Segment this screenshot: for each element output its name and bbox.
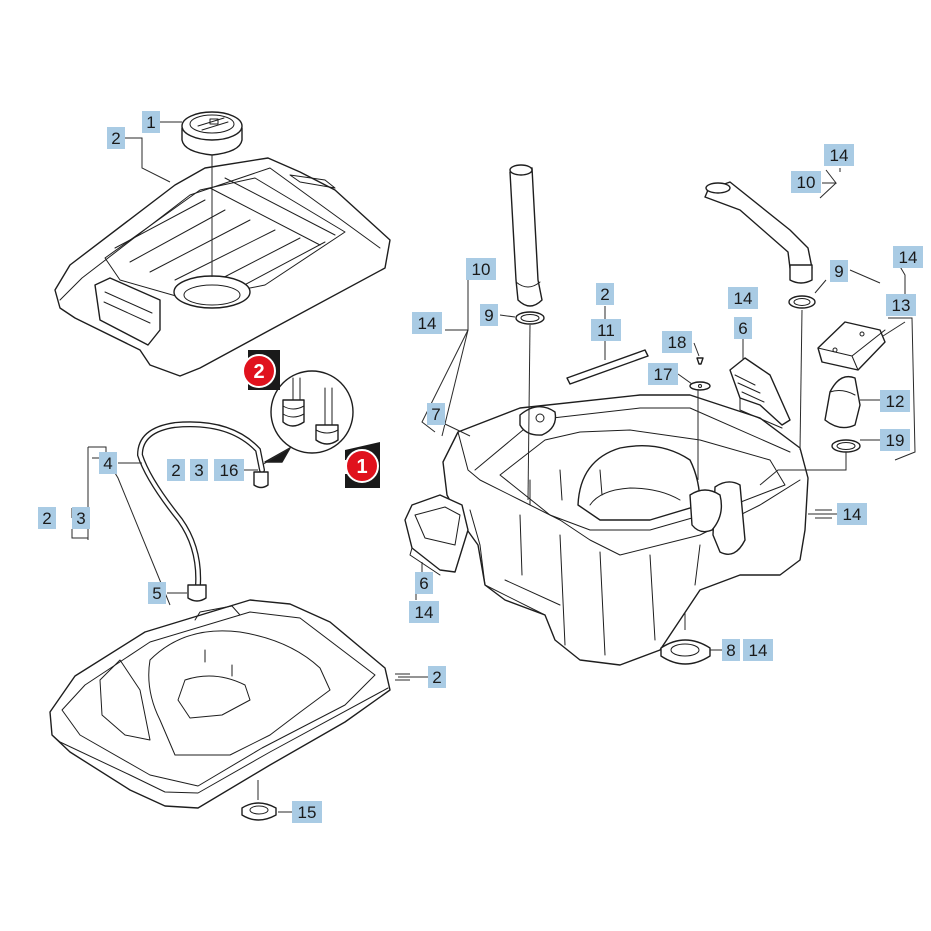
callout-33: 14 <box>743 639 773 661</box>
svg-text:15: 15 <box>298 803 317 822</box>
callout-27: 14 <box>893 246 923 268</box>
svg-text:12: 12 <box>886 392 905 411</box>
suction-tube-right <box>704 181 816 309</box>
svg-text:10: 10 <box>472 260 491 279</box>
callout-15: 7 <box>427 403 445 425</box>
callout-28: 13 <box>886 294 916 316</box>
svg-text:9: 9 <box>484 306 493 325</box>
svg-text:2: 2 <box>432 668 441 687</box>
callout-5: 16 <box>214 459 244 481</box>
callout-14: 14 <box>412 312 442 334</box>
callout-29: 12 <box>880 390 910 412</box>
callout-18: 2 <box>596 283 614 305</box>
detail-marker-1-label: 1 <box>356 456 367 478</box>
svg-text:2: 2 <box>42 509 51 528</box>
suction-tube-left <box>509 164 545 325</box>
seal-strip <box>566 349 649 385</box>
svg-text:1: 1 <box>146 113 155 132</box>
svg-text:19: 19 <box>886 431 905 450</box>
cover-block <box>817 321 886 371</box>
callout-4: 3 <box>190 459 208 481</box>
svg-text:14: 14 <box>843 505 862 524</box>
svg-text:4: 4 <box>103 454 112 473</box>
detail-marker-1: 1 <box>345 442 380 488</box>
callout-12: 10 <box>466 258 496 280</box>
latch-right <box>729 357 791 429</box>
svg-text:17: 17 <box>654 365 673 384</box>
svg-text:8: 8 <box>726 641 735 660</box>
callout-17: 14 <box>409 601 439 623</box>
svg-text:16: 16 <box>220 461 239 480</box>
svg-text:2: 2 <box>171 461 180 480</box>
base-unit <box>442 394 809 666</box>
callout-13: 9 <box>480 304 498 326</box>
svg-text:3: 3 <box>194 461 203 480</box>
callout-24: 14 <box>824 144 854 166</box>
svg-text:6: 6 <box>738 319 747 338</box>
svg-text:11: 11 <box>597 321 615 340</box>
svg-text:2: 2 <box>600 285 609 304</box>
svg-text:14: 14 <box>418 314 437 333</box>
svg-text:3: 3 <box>76 509 85 528</box>
svg-text:7: 7 <box>431 405 440 424</box>
svg-text:13: 13 <box>892 296 911 315</box>
callout-19: 11 <box>591 319 621 341</box>
elbow <box>824 375 861 429</box>
callout-31: 14 <box>837 503 867 525</box>
svg-text:5: 5 <box>152 584 161 603</box>
callout-8: 3 <box>72 507 90 529</box>
lower-tray <box>49 599 391 821</box>
svg-text:14: 14 <box>415 603 434 622</box>
lid-assembly <box>54 157 391 377</box>
svg-text:14: 14 <box>749 641 768 660</box>
detail-marker-2: 2 <box>242 350 280 390</box>
front-cover <box>404 494 469 576</box>
callout-11: 15 <box>292 801 322 823</box>
callout-16: 6 <box>415 572 433 594</box>
callout-9: 5 <box>148 582 166 604</box>
svg-text:14: 14 <box>830 146 849 165</box>
svg-text:14: 14 <box>734 289 753 308</box>
fill-cap <box>181 111 243 156</box>
detail-marker-2-label: 2 <box>253 361 264 383</box>
callout-32: 8 <box>722 639 740 661</box>
svg-text:10: 10 <box>797 173 816 192</box>
screw-washer <box>689 357 711 391</box>
callout-10: 2 <box>428 666 446 688</box>
callout-1: 1 <box>142 111 160 133</box>
callout-6: 4 <box>99 452 117 474</box>
callout-30: 19 <box>880 429 910 451</box>
svg-text:9: 9 <box>834 262 843 281</box>
detail-inset <box>261 370 354 466</box>
callout-21: 17 <box>648 363 678 385</box>
callout-labels: 1 2 2 3 16 4 2 3 5 2 15 10 9 14 7 6 14 2… <box>38 111 923 823</box>
callout-26: 9 <box>830 260 848 282</box>
callout-3: 2 <box>167 459 185 481</box>
svg-text:6: 6 <box>419 574 428 593</box>
hose-assembly <box>136 421 269 602</box>
callout-25: 10 <box>791 171 821 193</box>
callout-20: 18 <box>662 331 692 353</box>
callout-2: 2 <box>107 127 125 149</box>
svg-text:2: 2 <box>111 129 120 148</box>
svg-text:14: 14 <box>899 248 918 267</box>
o-ring <box>831 439 861 453</box>
svg-text:18: 18 <box>668 333 687 352</box>
callout-7: 2 <box>38 507 56 529</box>
callout-22: 14 <box>728 287 758 309</box>
callout-23: 6 <box>734 317 752 339</box>
